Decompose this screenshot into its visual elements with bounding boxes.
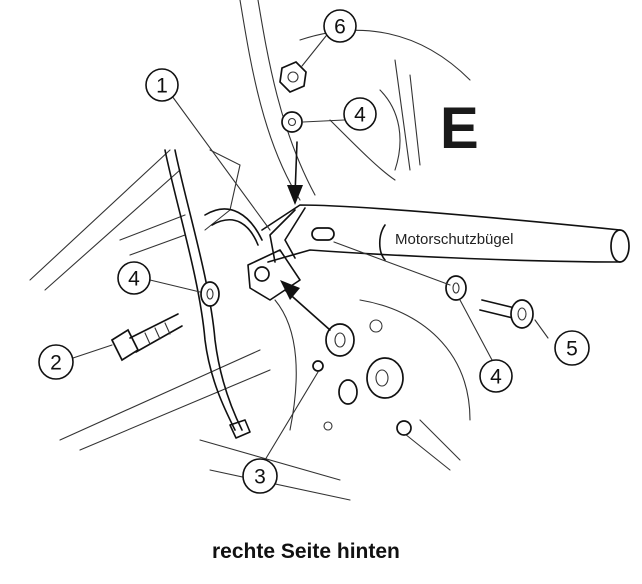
callout-4a: 4 xyxy=(117,261,151,295)
callout-4b: 4 xyxy=(343,97,377,131)
washer-right xyxy=(445,275,467,301)
bracket-part-1 xyxy=(164,149,263,439)
spacer-3 xyxy=(312,319,412,436)
svg-text:5: 5 xyxy=(566,338,578,361)
arrows xyxy=(280,141,331,331)
leader-lines xyxy=(72,35,549,461)
washer-right-hole xyxy=(452,282,460,294)
callout-3: 3 xyxy=(242,458,278,494)
svg-text:4: 4 xyxy=(354,104,366,127)
svg-text:2: 2 xyxy=(50,352,62,375)
svg-text:4: 4 xyxy=(490,366,502,389)
svg-text:3: 3 xyxy=(254,466,266,489)
washer-top xyxy=(281,111,303,133)
callout-2: 2 xyxy=(38,344,74,380)
bolt-2 xyxy=(110,313,183,362)
callout-4c: 4 xyxy=(479,359,513,393)
callout-6: 6 xyxy=(323,9,357,43)
crash-bar xyxy=(247,204,630,301)
view-letter: E xyxy=(440,96,479,161)
svg-text:6: 6 xyxy=(334,16,346,39)
part-label: Motorschutzbügel xyxy=(395,231,513,248)
frame-lines xyxy=(29,0,471,501)
callout-1: 1 xyxy=(145,68,179,102)
nut-6 xyxy=(279,60,307,94)
svg-text:1: 1 xyxy=(156,75,168,98)
svg-text:4: 4 xyxy=(128,268,140,291)
caption: rechte Seite hinten xyxy=(212,540,400,563)
washer-left xyxy=(200,281,220,307)
callout-5: 5 xyxy=(554,330,590,366)
washer-left-hole xyxy=(206,288,214,300)
bolt-5 xyxy=(479,299,534,329)
washer-top-hole xyxy=(287,117,297,127)
